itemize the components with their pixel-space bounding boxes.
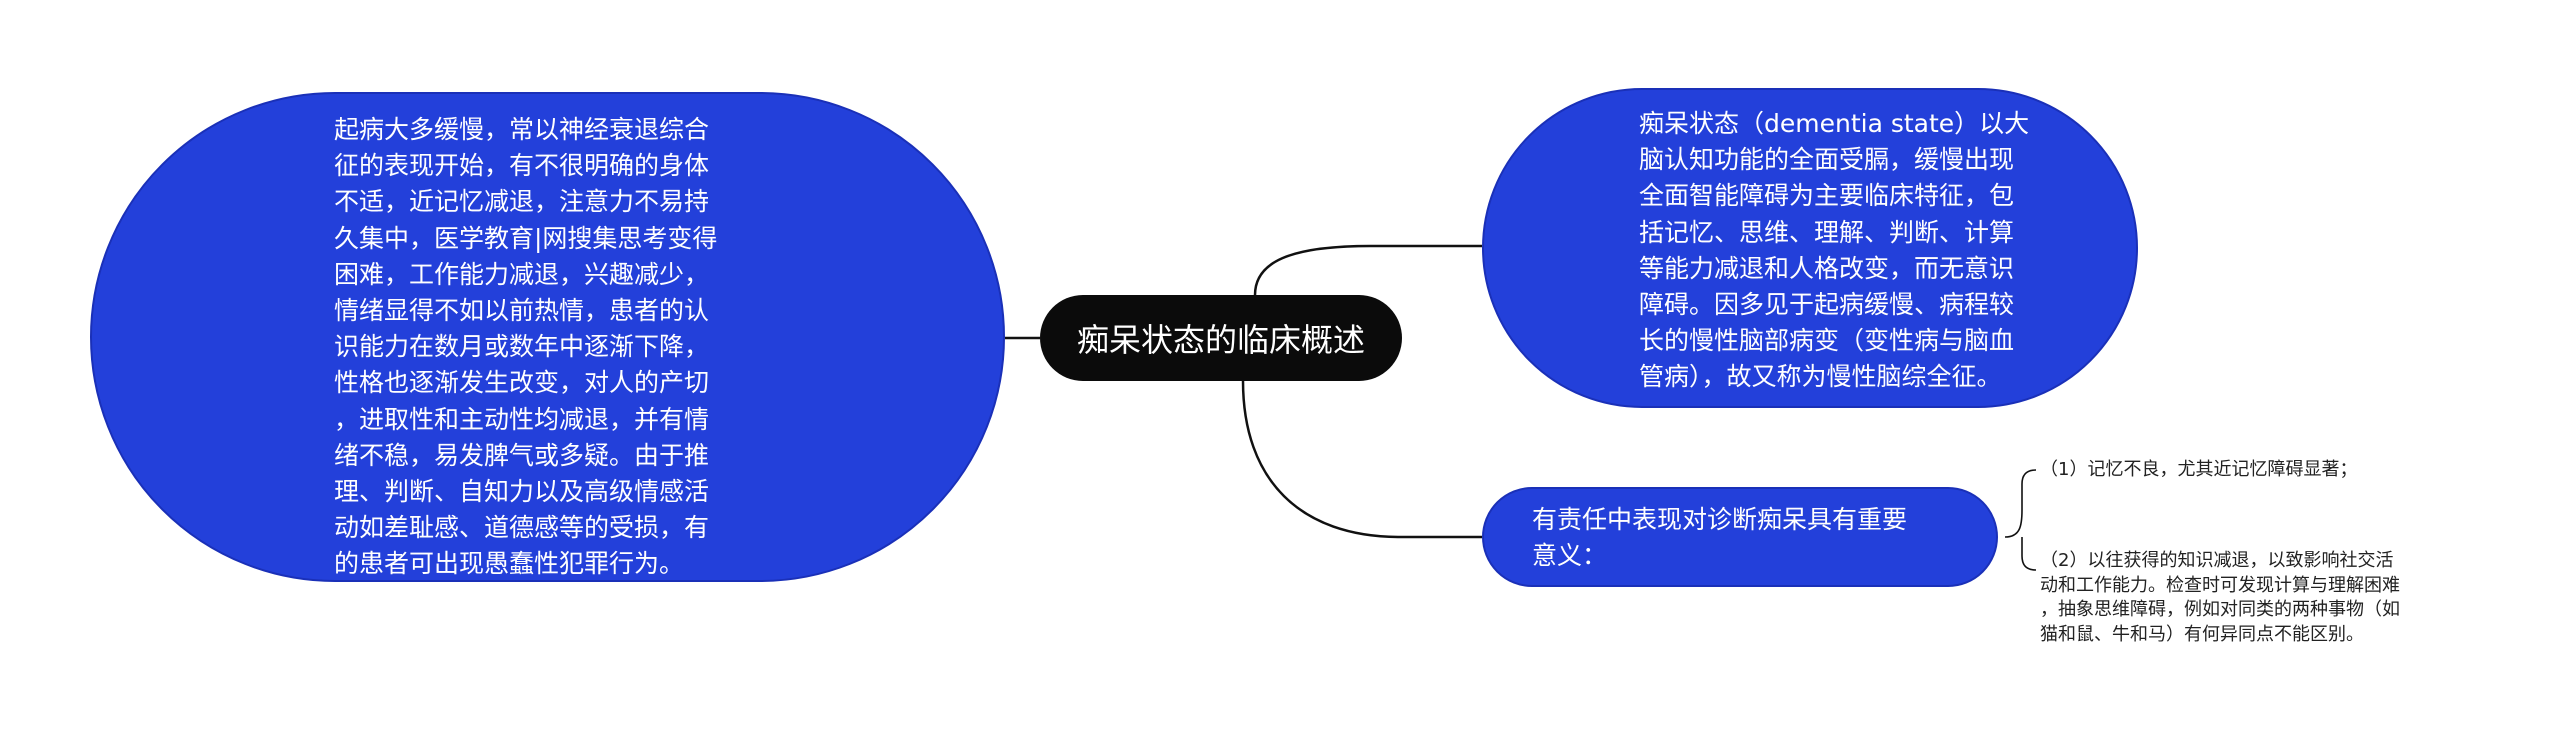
central-topic-label: 痴呆状态的临床概述 <box>1076 321 1365 359</box>
right-bottom-branch-text: 有责任中表现对诊断痴呆具有重要 意义： <box>1532 505 1908 570</box>
right-top-branch-node[interactable]: 痴呆状态（dementia state）以大 脑认知功能的全面受膈，缓慢出现 全… <box>1482 88 2138 408</box>
left-branch-node[interactable]: 起病大多缓慢，常以神经衰退综合 征的表现开始，有不很明确的身体 不适，近记忆减退… <box>90 92 1005 582</box>
leaf-memory-item[interactable]: （1）记忆不良，尤其近记忆障碍显著； <box>2040 459 2358 480</box>
connector-center-to-right-bottom <box>1241 380 1482 539</box>
connector-center-to-right-top <box>1253 244 1482 296</box>
right-bottom-branch-node[interactable]: 有责任中表现对诊断痴呆具有重要 意义： <box>1482 487 1998 587</box>
central-topic-node[interactable]: 痴呆状态的临床概述 <box>1040 295 1402 381</box>
right-top-branch-text: 痴呆状态（dementia state）以大 脑认知功能的全面受膈，缓慢出现 全… <box>1639 109 2030 392</box>
left-branch-text: 起病大多缓慢，常以神经衰退综合 征的表现开始，有不很明确的身体 不适，近记忆减退… <box>334 115 718 579</box>
leaf-knowledge-item[interactable]: （2）以往获得的知识减退，以致影响社交活 动和工作能力。检查时可发现计算与理解困… <box>2040 550 2400 645</box>
leaf-bracket <box>2004 469 2037 571</box>
